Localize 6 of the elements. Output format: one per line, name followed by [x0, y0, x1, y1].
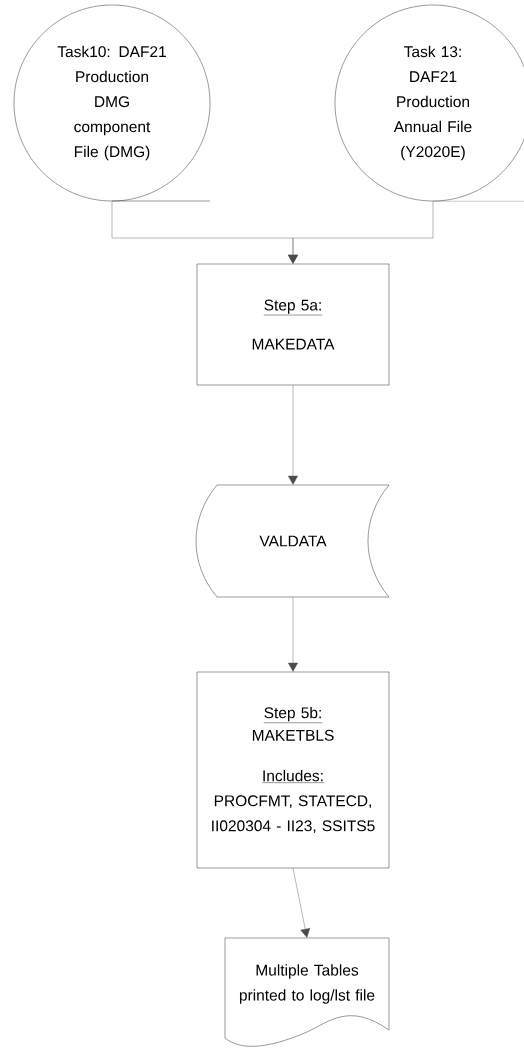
process-box: Step 5a: MAKEDATA [196, 263, 390, 386]
process-box: Step 5b: MAKETBLS Includes: PROCFMT, STATECD, II020304 - II23, SSITS5 [196, 671, 390, 869]
arrow [288, 201, 434, 264]
arrow [288, 385, 298, 485]
arrow [292, 868, 311, 938]
arrow [288, 597, 298, 672]
